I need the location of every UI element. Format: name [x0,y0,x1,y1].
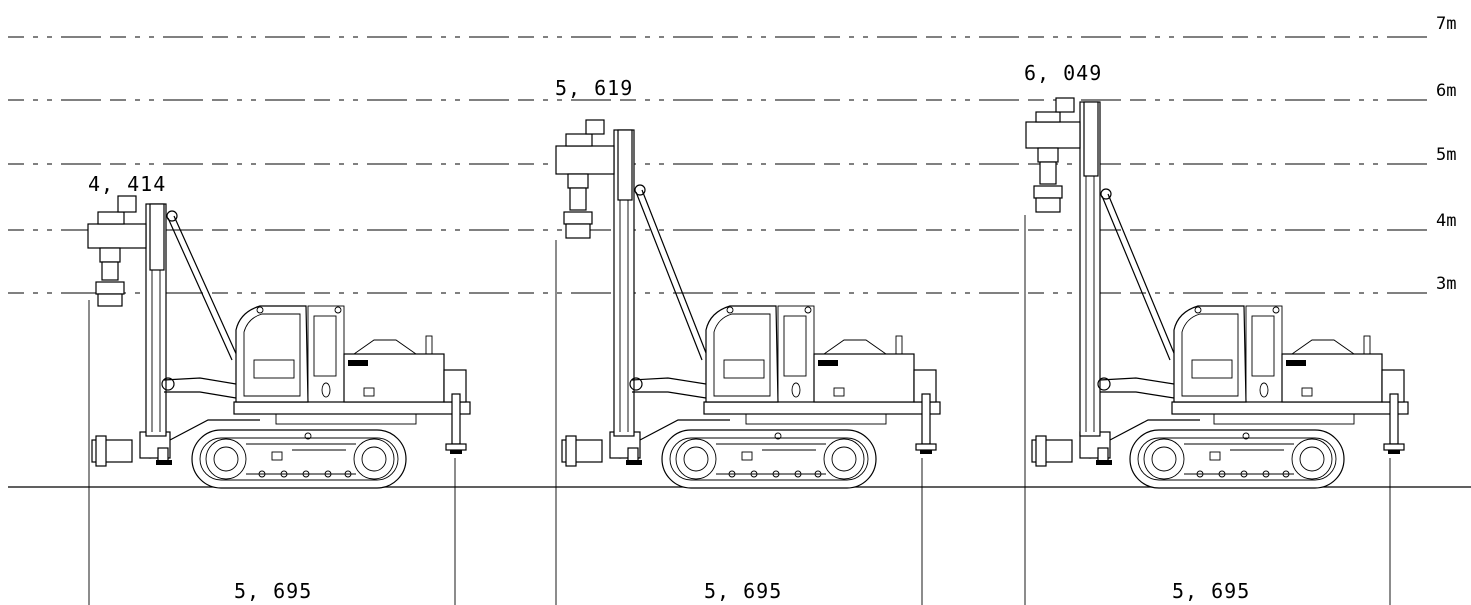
level-label-6m: 6m [1436,81,1456,101]
level-7m: 7m [8,14,1456,38]
level-4m: 4m [8,211,1456,231]
level-6m: 6m [8,81,1456,101]
machine-left: 4, 414 5, 695 [87,172,471,605]
level-label-4m: 4m [1436,211,1456,231]
machine-right-auger-head [1025,97,1081,213]
height-levels: 7m 6m 5m 4m 3m [8,14,1456,294]
machine-right-length: 5, 695 [1172,579,1250,603]
machine-left-mast [145,203,239,437]
machine-left-length: 5, 695 [234,579,312,603]
machine-right-mast [1079,101,1177,437]
machine-left-top-height: 4, 414 [88,172,166,196]
machine-right: 6, 049 5, 695 [1024,61,1409,605]
level-3m: 3m [8,274,1456,294]
machine-middle: 5, 619 5, 695 [555,76,941,605]
machine-middle-mast [613,129,709,437]
level-label-3m: 3m [1436,274,1456,294]
machine-middle-auger-head [555,119,615,239]
level-5m: 5m [8,145,1456,165]
level-label-5m: 5m [1436,145,1456,165]
machine-right-top-height: 6, 049 [1024,61,1102,85]
machine-middle-length: 5, 695 [704,579,782,603]
machine-middle-top-height: 5, 619 [555,76,633,100]
machine-left-auger-head [87,195,147,307]
level-label-7m: 7m [1436,14,1456,34]
